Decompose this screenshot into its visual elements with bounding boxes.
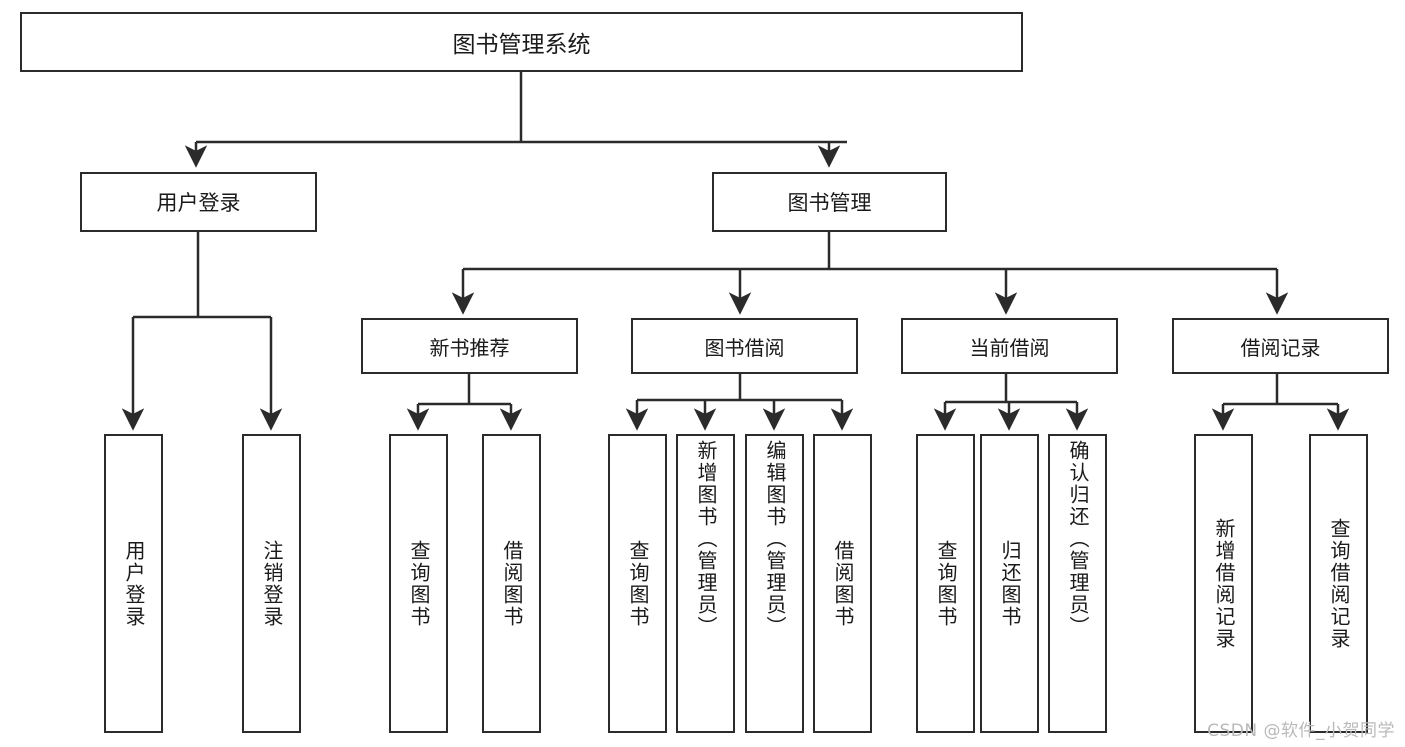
- leaf-label: 确认归还（管理员）: [1066, 440, 1090, 638]
- leaf-label: 编辑图书（管理员）: [763, 440, 787, 638]
- leaf-new-book-query[interactable]: 查询图书: [389, 434, 448, 733]
- leaf-borrow-query-book[interactable]: 查询图书: [608, 434, 667, 733]
- node-user-login[interactable]: 用户登录: [80, 172, 317, 232]
- node-borrow-record-label: 借阅记录: [1240, 335, 1321, 360]
- leaf-user-login-logout[interactable]: 注销登录: [242, 434, 301, 733]
- node-book-borrow[interactable]: 图书借阅: [631, 318, 858, 374]
- node-current-borrow[interactable]: 当前借阅: [901, 318, 1118, 374]
- node-current-borrow-label: 当前借阅: [969, 335, 1050, 360]
- watermark: CSDN @软件_小贺同学: [1207, 721, 1395, 741]
- node-new-book-recommend[interactable]: 新书推荐: [361, 318, 578, 374]
- leaf-current-query-book[interactable]: 查询图书: [916, 434, 975, 733]
- node-root-label: 图书管理系统: [452, 32, 591, 58]
- leaf-record-add[interactable]: 新增借阅记录: [1194, 434, 1253, 733]
- leaf-label: 查询图书: [626, 539, 650, 628]
- leaf-label: 借阅图书: [831, 539, 855, 628]
- leaf-label: 新增借阅记录: [1212, 517, 1236, 650]
- leaf-record-query[interactable]: 查询借阅记录: [1309, 434, 1368, 733]
- leaf-label: 归还图书: [998, 539, 1022, 628]
- node-book-borrow-label: 图书借阅: [704, 335, 785, 360]
- leaf-current-return-book[interactable]: 归还图书: [980, 434, 1039, 733]
- node-book-management-label: 图书管理: [787, 191, 872, 215]
- leaf-current-confirm-return[interactable]: 确认归还（管理员）: [1048, 434, 1107, 733]
- leaf-borrow-borrow-book[interactable]: 借阅图书: [813, 434, 872, 733]
- leaf-new-book-borrow[interactable]: 借阅图书: [482, 434, 541, 733]
- leaf-label: 用户登录: [122, 539, 146, 628]
- leaf-borrow-edit-book[interactable]: 编辑图书（管理员）: [745, 434, 804, 733]
- node-user-login-label: 用户登录: [156, 191, 241, 215]
- node-new-book-recommend-label: 新书推荐: [429, 335, 510, 360]
- leaf-label: 新增图书（管理员）: [694, 440, 718, 638]
- node-book-management[interactable]: 图书管理: [712, 172, 947, 232]
- leaf-label: 注销登录: [260, 539, 284, 628]
- leaf-label: 查询图书: [407, 539, 431, 628]
- leaf-user-login-login[interactable]: 用户登录: [104, 434, 163, 733]
- leaf-label: 查询图书: [934, 539, 958, 628]
- node-borrow-record[interactable]: 借阅记录: [1172, 318, 1389, 374]
- leaf-label: 借阅图书: [500, 539, 524, 628]
- leaf-label: 查询借阅记录: [1327, 517, 1351, 650]
- leaf-borrow-add-book[interactable]: 新增图书（管理员）: [676, 434, 735, 733]
- node-root[interactable]: 图书管理系统: [20, 12, 1023, 72]
